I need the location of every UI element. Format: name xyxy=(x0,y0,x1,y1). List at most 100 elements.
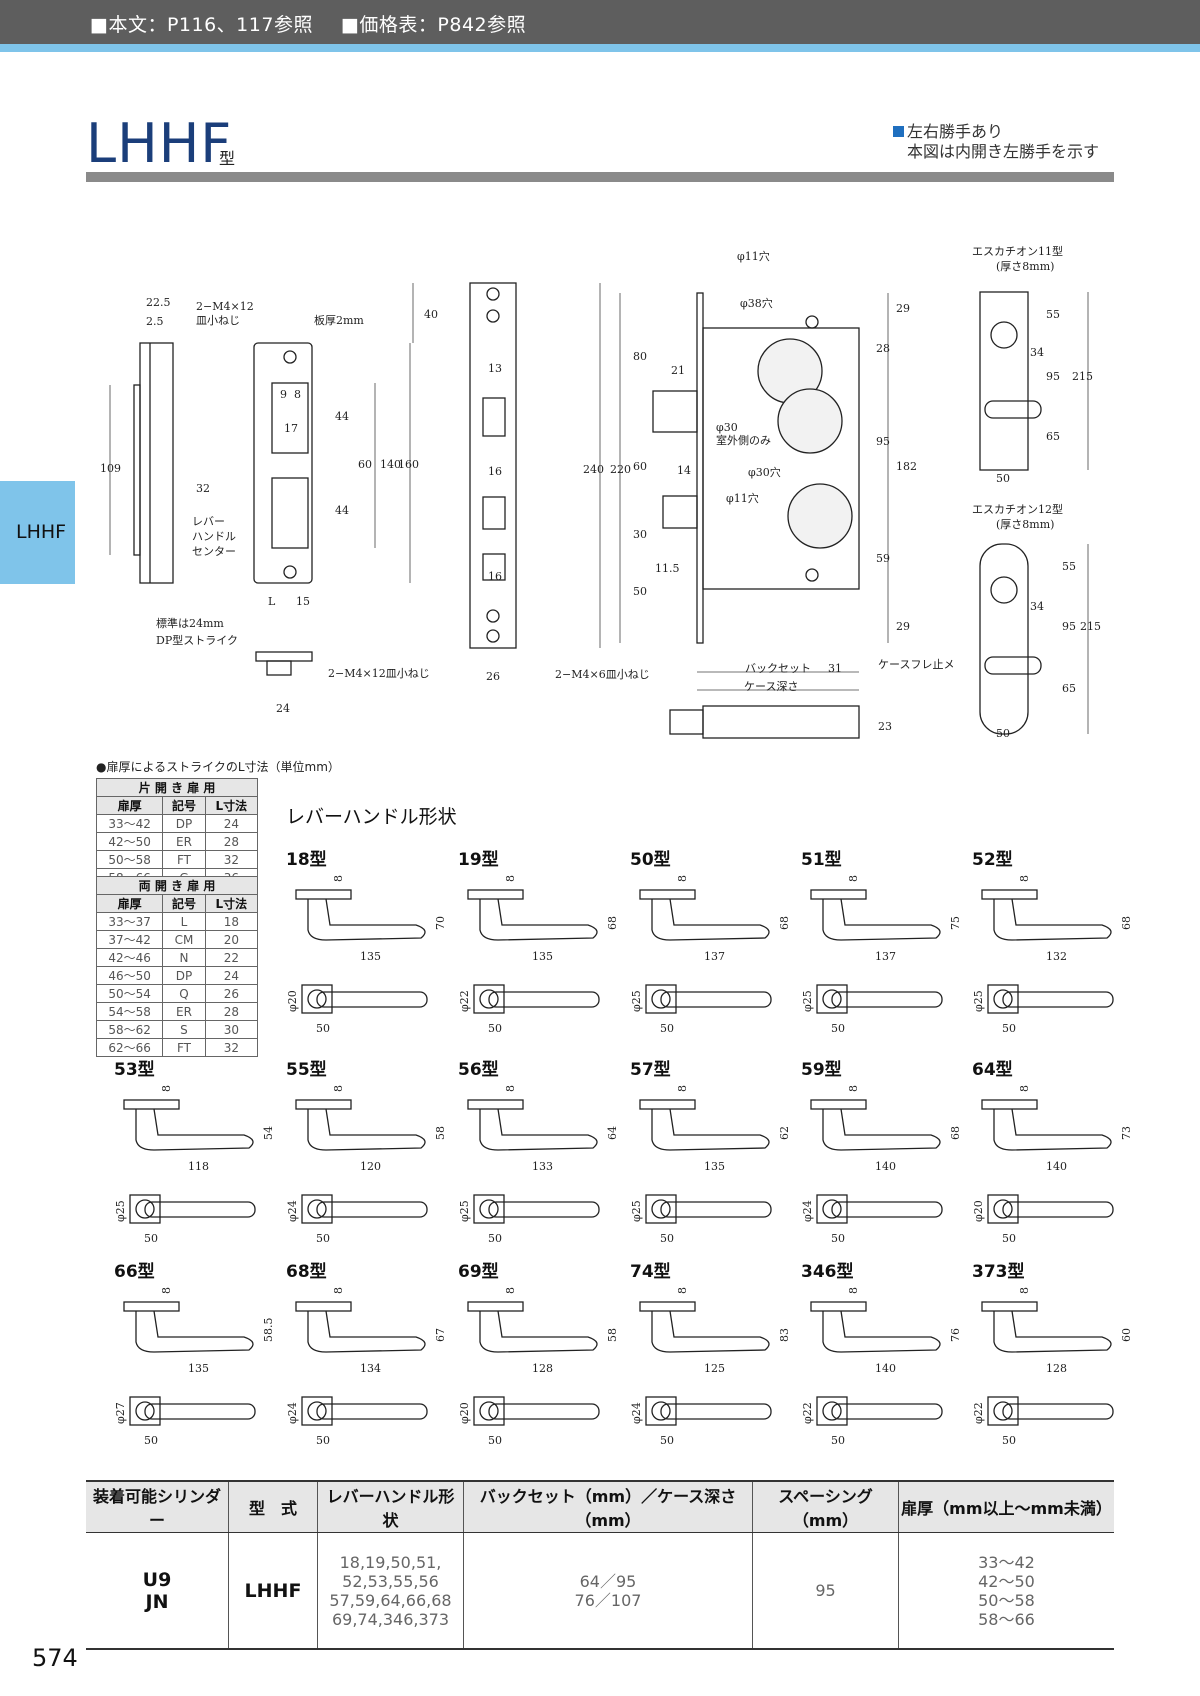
handle-dimension: 50 xyxy=(1002,1232,1016,1245)
hand-note: 左右勝手あり 本図は内開き左勝手を示す xyxy=(893,122,1099,162)
dim-55-e12: 55 xyxy=(1062,560,1076,573)
handle-dimension: 140 xyxy=(875,1362,896,1375)
handle-dimension: 60 xyxy=(1120,1328,1133,1342)
handle-dimension: 50 xyxy=(316,1434,330,1447)
dim-44-bottom: 44 xyxy=(335,504,349,517)
square-bullet-icon xyxy=(893,126,904,137)
lever-center-1: レバー xyxy=(192,515,225,528)
dim-40: 40 xyxy=(424,308,438,321)
handle-drawing xyxy=(123,1301,256,1426)
handle-dimension: 50 xyxy=(1002,1022,1016,1035)
handle-dimension: 8 xyxy=(847,875,860,882)
handle-label: 19型 xyxy=(458,850,499,870)
technical-drawing: 22.5 2.5 2−M4×12 皿小ねじ 板厚2mm 109 32 レバー ハ… xyxy=(100,244,1133,1447)
handle-dimension: 137 xyxy=(875,950,896,963)
case-depth-label: ケース深さ xyxy=(744,680,798,693)
handle-dimension: 58 xyxy=(606,1328,619,1342)
handle-dimension: 50 xyxy=(660,1434,674,1447)
case-stopper-label: ケースフレ止メ xyxy=(878,658,954,671)
spacing-cell: 95 xyxy=(752,1532,899,1650)
dim-140: 140 xyxy=(380,458,401,471)
handle-label: 346型 xyxy=(801,1262,854,1282)
dim-8: 8 xyxy=(294,388,301,401)
handle-drawing xyxy=(467,1099,600,1224)
dim-60-case: 60 xyxy=(633,460,647,473)
handle-dimension: 8 xyxy=(1018,875,1031,882)
dim-24: 24 xyxy=(276,702,290,715)
dim-34-e11: 34 xyxy=(1030,346,1044,359)
handle-dimension: 50 xyxy=(831,1434,845,1447)
handle-drawing xyxy=(810,1301,943,1426)
title-rule xyxy=(86,172,1114,182)
outside-only-label: 室外側のみ xyxy=(716,433,771,447)
handle-dimension: 58 xyxy=(434,1126,447,1140)
dp-strike-label: DP型ストライク xyxy=(156,633,238,647)
handle-dimension: φ25 xyxy=(801,990,814,1012)
handle-dimension: 50 xyxy=(660,1022,674,1035)
lever-shapes-title: レバーハンドル形状 xyxy=(286,806,457,828)
handle-dimension: φ27 xyxy=(114,1402,127,1424)
handle-dimension: 70 xyxy=(434,916,447,930)
handle-dimension: 140 xyxy=(1046,1160,1067,1173)
handle-dimension: 128 xyxy=(1046,1362,1067,1375)
page-number: 574 xyxy=(32,1644,78,1672)
dim-95: 95 xyxy=(876,435,890,448)
handle-dimension: φ24 xyxy=(286,1200,299,1222)
dim-95-e12: 95 xyxy=(1062,620,1076,633)
handle-dimension: 50 xyxy=(831,1232,845,1245)
dim-182: 182 xyxy=(896,460,917,473)
handle-dimension: 134 xyxy=(360,1362,381,1375)
handle-dimension: φ22 xyxy=(801,1402,814,1424)
screws-bottom-label: 2−M4×12皿小ねじ xyxy=(328,667,430,680)
handle-label: 59型 xyxy=(801,1060,842,1080)
dim-65-e11: 65 xyxy=(1046,430,1060,443)
dim-22-5: 22.5 xyxy=(146,296,171,309)
handle-dimension: 8 xyxy=(160,1287,173,1294)
handle-dimension: 50 xyxy=(316,1232,330,1245)
handle-dimension: φ25 xyxy=(630,990,643,1012)
handle-dimension: 8 xyxy=(847,1085,860,1092)
handle-dimension: 50 xyxy=(660,1232,674,1245)
handle-dimension: 50 xyxy=(488,1022,502,1035)
handle-dimension: 8 xyxy=(332,875,345,882)
escutcheon12-label: エスカチオン12型 xyxy=(972,502,1063,516)
page-title: LHHF xyxy=(86,112,233,175)
dim-16-b: 16 xyxy=(488,570,502,583)
handle-drawing xyxy=(123,1099,256,1224)
dim-55-e11: 55 xyxy=(1046,308,1060,321)
handle-dimension: 125 xyxy=(704,1362,725,1375)
handle-dimension: 73 xyxy=(1120,1126,1133,1140)
handle-label: 74型 xyxy=(630,1262,671,1282)
handle-drawing xyxy=(467,889,600,1014)
handle-dimension: 135 xyxy=(188,1362,209,1375)
dim-220: 220 xyxy=(610,463,631,476)
handle-label: 51型 xyxy=(801,850,842,870)
dim-65-e12: 65 xyxy=(1062,682,1076,695)
dim-21: 21 xyxy=(671,364,685,377)
handle-label: 69型 xyxy=(458,1262,499,1282)
handle-dimension: 8 xyxy=(676,1287,689,1294)
handle-dimension: φ22 xyxy=(972,1402,985,1424)
handle-dimension: 50 xyxy=(488,1232,502,1245)
handle-dimension: 50 xyxy=(1002,1434,1016,1447)
handle-dimension: 50 xyxy=(488,1434,502,1447)
dim-16-a: 16 xyxy=(488,465,502,478)
handle-dimension: φ24 xyxy=(801,1200,814,1222)
dim-2-5: 2.5 xyxy=(146,315,164,328)
handle-dimension: φ25 xyxy=(630,1200,643,1222)
dim-17: 17 xyxy=(284,422,298,435)
handle-dimension: 8 xyxy=(332,1287,345,1294)
dim-13: 13 xyxy=(488,362,502,375)
handle-label: 66型 xyxy=(114,1262,155,1282)
handle-dimension: φ25 xyxy=(458,1200,471,1222)
dim-23: 23 xyxy=(878,720,892,733)
handle-dimension: 8 xyxy=(847,1287,860,1294)
